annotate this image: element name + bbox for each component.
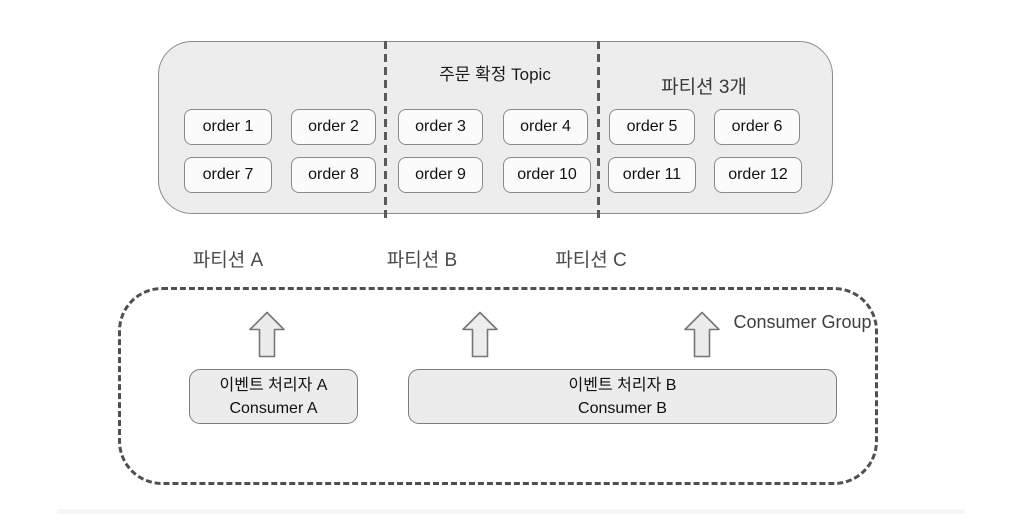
consumer-b-subtitle: Consumer B xyxy=(578,399,667,417)
order-box-10: order 10 xyxy=(503,157,591,193)
order-box-5: order 5 xyxy=(609,109,695,145)
partition-count-label: 파티션 3개 xyxy=(661,77,747,98)
order-box-12: order 12 xyxy=(714,157,802,193)
partition-label-c: 파티션 C xyxy=(555,250,627,271)
consumer-a-title: 이벤트 처리자 A xyxy=(219,376,328,394)
partition-divider-2 xyxy=(597,41,600,219)
order-box-4: order 4 xyxy=(503,109,588,145)
consumer-group-container xyxy=(118,287,878,485)
order-box-7: order 7 xyxy=(184,157,272,193)
topic-title: 주문 확정 Topic xyxy=(439,65,551,84)
consumer-a-box: 이벤트 처리자 A Consumer A xyxy=(189,369,358,424)
partition-label-a: 파티션 A xyxy=(192,250,264,271)
partition-divider-1 xyxy=(384,41,387,219)
up-arrow-icon xyxy=(684,311,720,358)
partition-label-b: 파티션 B xyxy=(386,250,458,271)
order-box-3: order 3 xyxy=(398,109,483,145)
order-box-11: order 11 xyxy=(608,157,696,193)
up-arrow-icon xyxy=(462,311,498,358)
page-edge-strip xyxy=(57,509,965,514)
order-box-2: order 2 xyxy=(291,109,376,145)
order-box-8: order 8 xyxy=(291,157,376,193)
consumer-group-label: Consumer Group xyxy=(733,312,872,332)
consumer-b-title: 이벤트 처리자 B xyxy=(568,376,677,394)
consumer-b-box: 이벤트 처리자 B Consumer B xyxy=(408,369,837,424)
consumer-a-subtitle: Consumer A xyxy=(229,399,318,417)
order-box-1: order 1 xyxy=(184,109,272,145)
up-arrow-icon xyxy=(249,311,285,358)
order-box-9: order 9 xyxy=(398,157,483,193)
order-box-6: order 6 xyxy=(714,109,800,145)
